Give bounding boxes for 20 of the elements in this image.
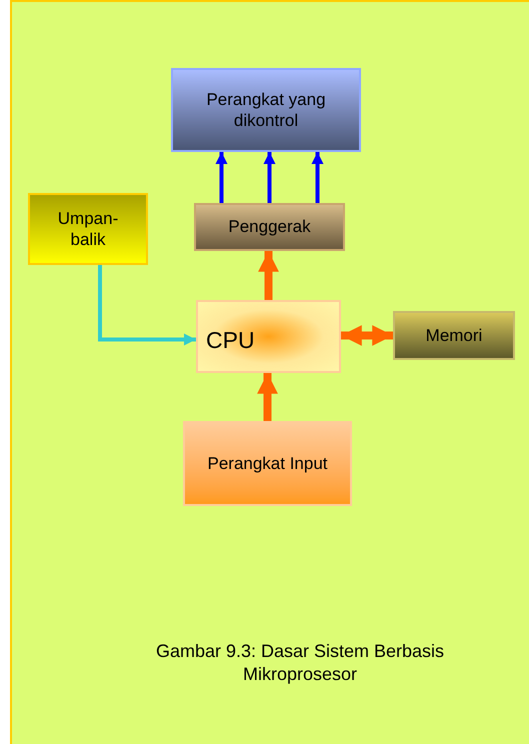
feedback-box: [28, 193, 148, 265]
node-label: Umpan- balik: [56, 208, 120, 250]
arrow: [341, 325, 393, 346]
input-box: [183, 421, 352, 506]
node-label: Perangkat yang dikontrol: [205, 88, 327, 132]
node-label: Memori: [426, 324, 482, 346]
arrow: [98, 265, 196, 346]
arrow: [216, 152, 228, 203]
arrow: [258, 251, 279, 300]
figure-caption: Gambar 9.3: Dasar Sistem Berbasis Mikroprosesor: [154, 640, 446, 685]
cpu-box: [196, 300, 341, 373]
node-label: Perangkat Input: [207, 452, 328, 474]
arrow: [257, 373, 278, 421]
node-label: CPU: [206, 326, 255, 355]
node-label: Penggerak: [228, 216, 311, 238]
device-box: [171, 68, 361, 152]
arrow: [264, 152, 276, 203]
actuator-box: [194, 203, 345, 251]
memory-box: [393, 311, 515, 360]
arrow: [312, 152, 324, 203]
